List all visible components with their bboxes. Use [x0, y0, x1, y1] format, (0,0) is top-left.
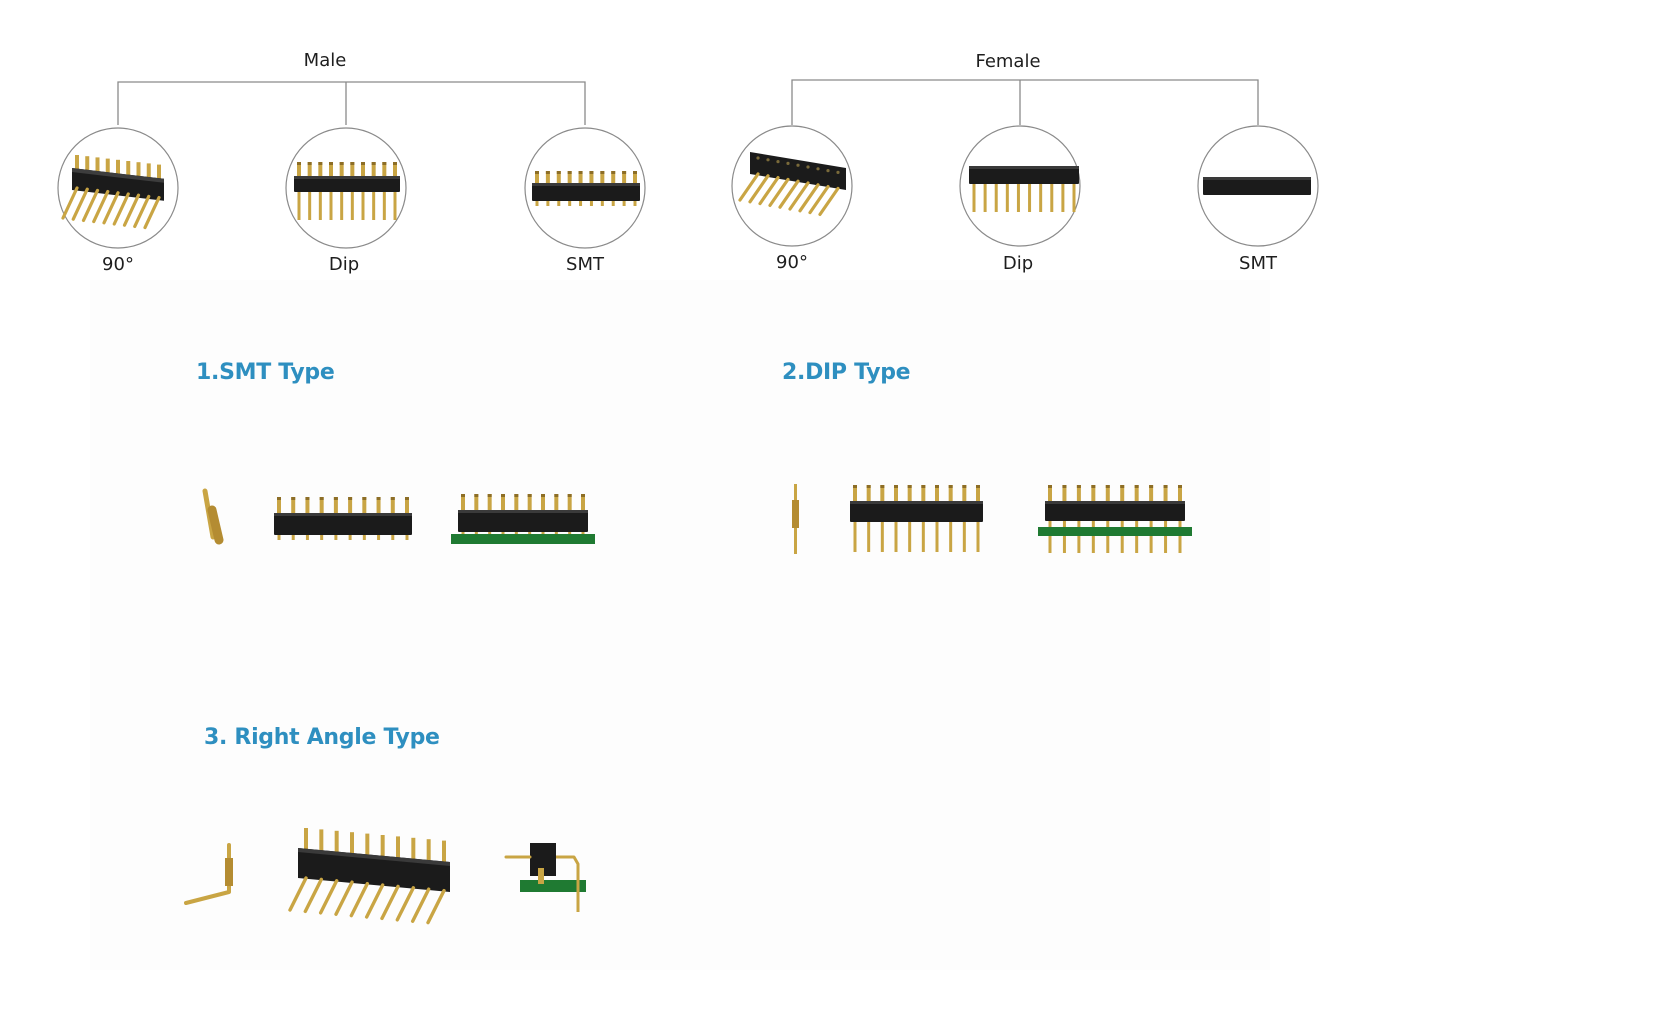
right-angle-on-pcb [504, 843, 586, 912]
dip-header [850, 485, 983, 552]
circle-female-dip [959, 125, 1081, 247]
dip-single-pin [792, 484, 799, 554]
male-dip-connector [294, 162, 400, 220]
male-smt-label: SMT [566, 254, 604, 275]
female-dip-connector [969, 166, 1079, 212]
male-smt-connector [532, 171, 640, 206]
smt-header [274, 497, 412, 540]
male-90-connector [61, 155, 164, 230]
right-angle-single-pin [184, 843, 233, 905]
male-tree-lines [117, 81, 586, 125]
background-panel [90, 280, 1270, 970]
female-title: Female [975, 51, 1041, 72]
female-tree-lines [791, 79, 1259, 125]
smt-type-heading: 1.SMT Type [196, 360, 335, 385]
dip-header-on-pcb [1038, 485, 1192, 553]
smt-single-pin [202, 488, 224, 545]
dip-type-heading: 2.DIP Type [782, 360, 911, 385]
female-90-connector [738, 152, 846, 216]
female-dip-label: Dip [1002, 253, 1034, 274]
female-90-label: 90° [776, 252, 808, 273]
female-smt-label: SMT [1239, 253, 1277, 274]
right-angle-header [288, 828, 450, 925]
male-90-label: 90° [102, 254, 134, 275]
female-smt-connector [1203, 177, 1311, 195]
male-title: Male [303, 50, 347, 71]
right-angle-type-heading: 3. Right Angle Type [204, 725, 440, 750]
smt-header-on-pcb [451, 494, 595, 544]
male-dip-label: Dip [328, 254, 360, 275]
